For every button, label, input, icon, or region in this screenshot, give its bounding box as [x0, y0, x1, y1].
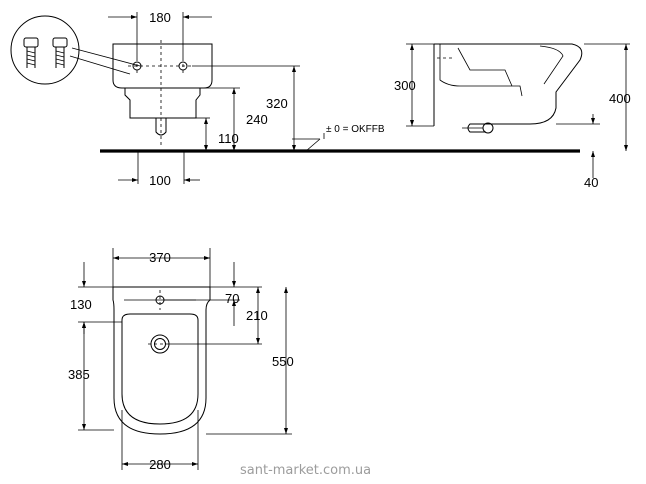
dim-100: 100 — [118, 151, 200, 188]
dim-40: 40 — [556, 114, 600, 190]
side-view-bidet — [433, 43, 583, 134]
label-210: 210 — [246, 308, 268, 323]
label-385: 385 — [68, 367, 90, 382]
dim-550: 550 — [206, 287, 294, 435]
dim-280: 280 — [121, 410, 199, 472]
dim-385: 385 — [68, 322, 114, 431]
dim-130: 130 — [70, 262, 122, 334]
label-110: 110 — [218, 131, 239, 146]
top-view-bidet — [112, 286, 211, 435]
label-400: 400 — [609, 91, 631, 106]
dim-180: 180 — [108, 10, 212, 58]
floor-reference-label: ± 0 = OKFFB — [326, 124, 385, 135]
dim-400: 400 — [584, 43, 631, 151]
label-70: 70 — [225, 291, 239, 306]
label-130: 130 — [70, 297, 92, 312]
watermark: sant-market.com.ua — [240, 463, 371, 478]
label-180: 180 — [149, 10, 171, 25]
label-300: 300 — [394, 78, 416, 93]
floor-reference: ± 0 = OKFFB — [292, 124, 385, 152]
label-240: 240 — [246, 112, 268, 127]
dim-70-210: 70 210 — [164, 262, 268, 345]
dim-300: 300 — [394, 43, 434, 127]
label-40: 40 — [584, 175, 598, 190]
front-heights: 320 240 110 — [192, 65, 300, 151]
front-view-bidet — [112, 40, 213, 148]
label-320: 320 — [266, 96, 288, 111]
label-100: 100 — [149, 173, 171, 188]
label-280: 280 — [149, 457, 171, 472]
label-370: 370 — [149, 250, 171, 265]
label-550: 550 — [272, 354, 294, 369]
wall-fixing-bolt-icon — [10, 15, 141, 85]
dim-370: 370 — [112, 248, 211, 287]
